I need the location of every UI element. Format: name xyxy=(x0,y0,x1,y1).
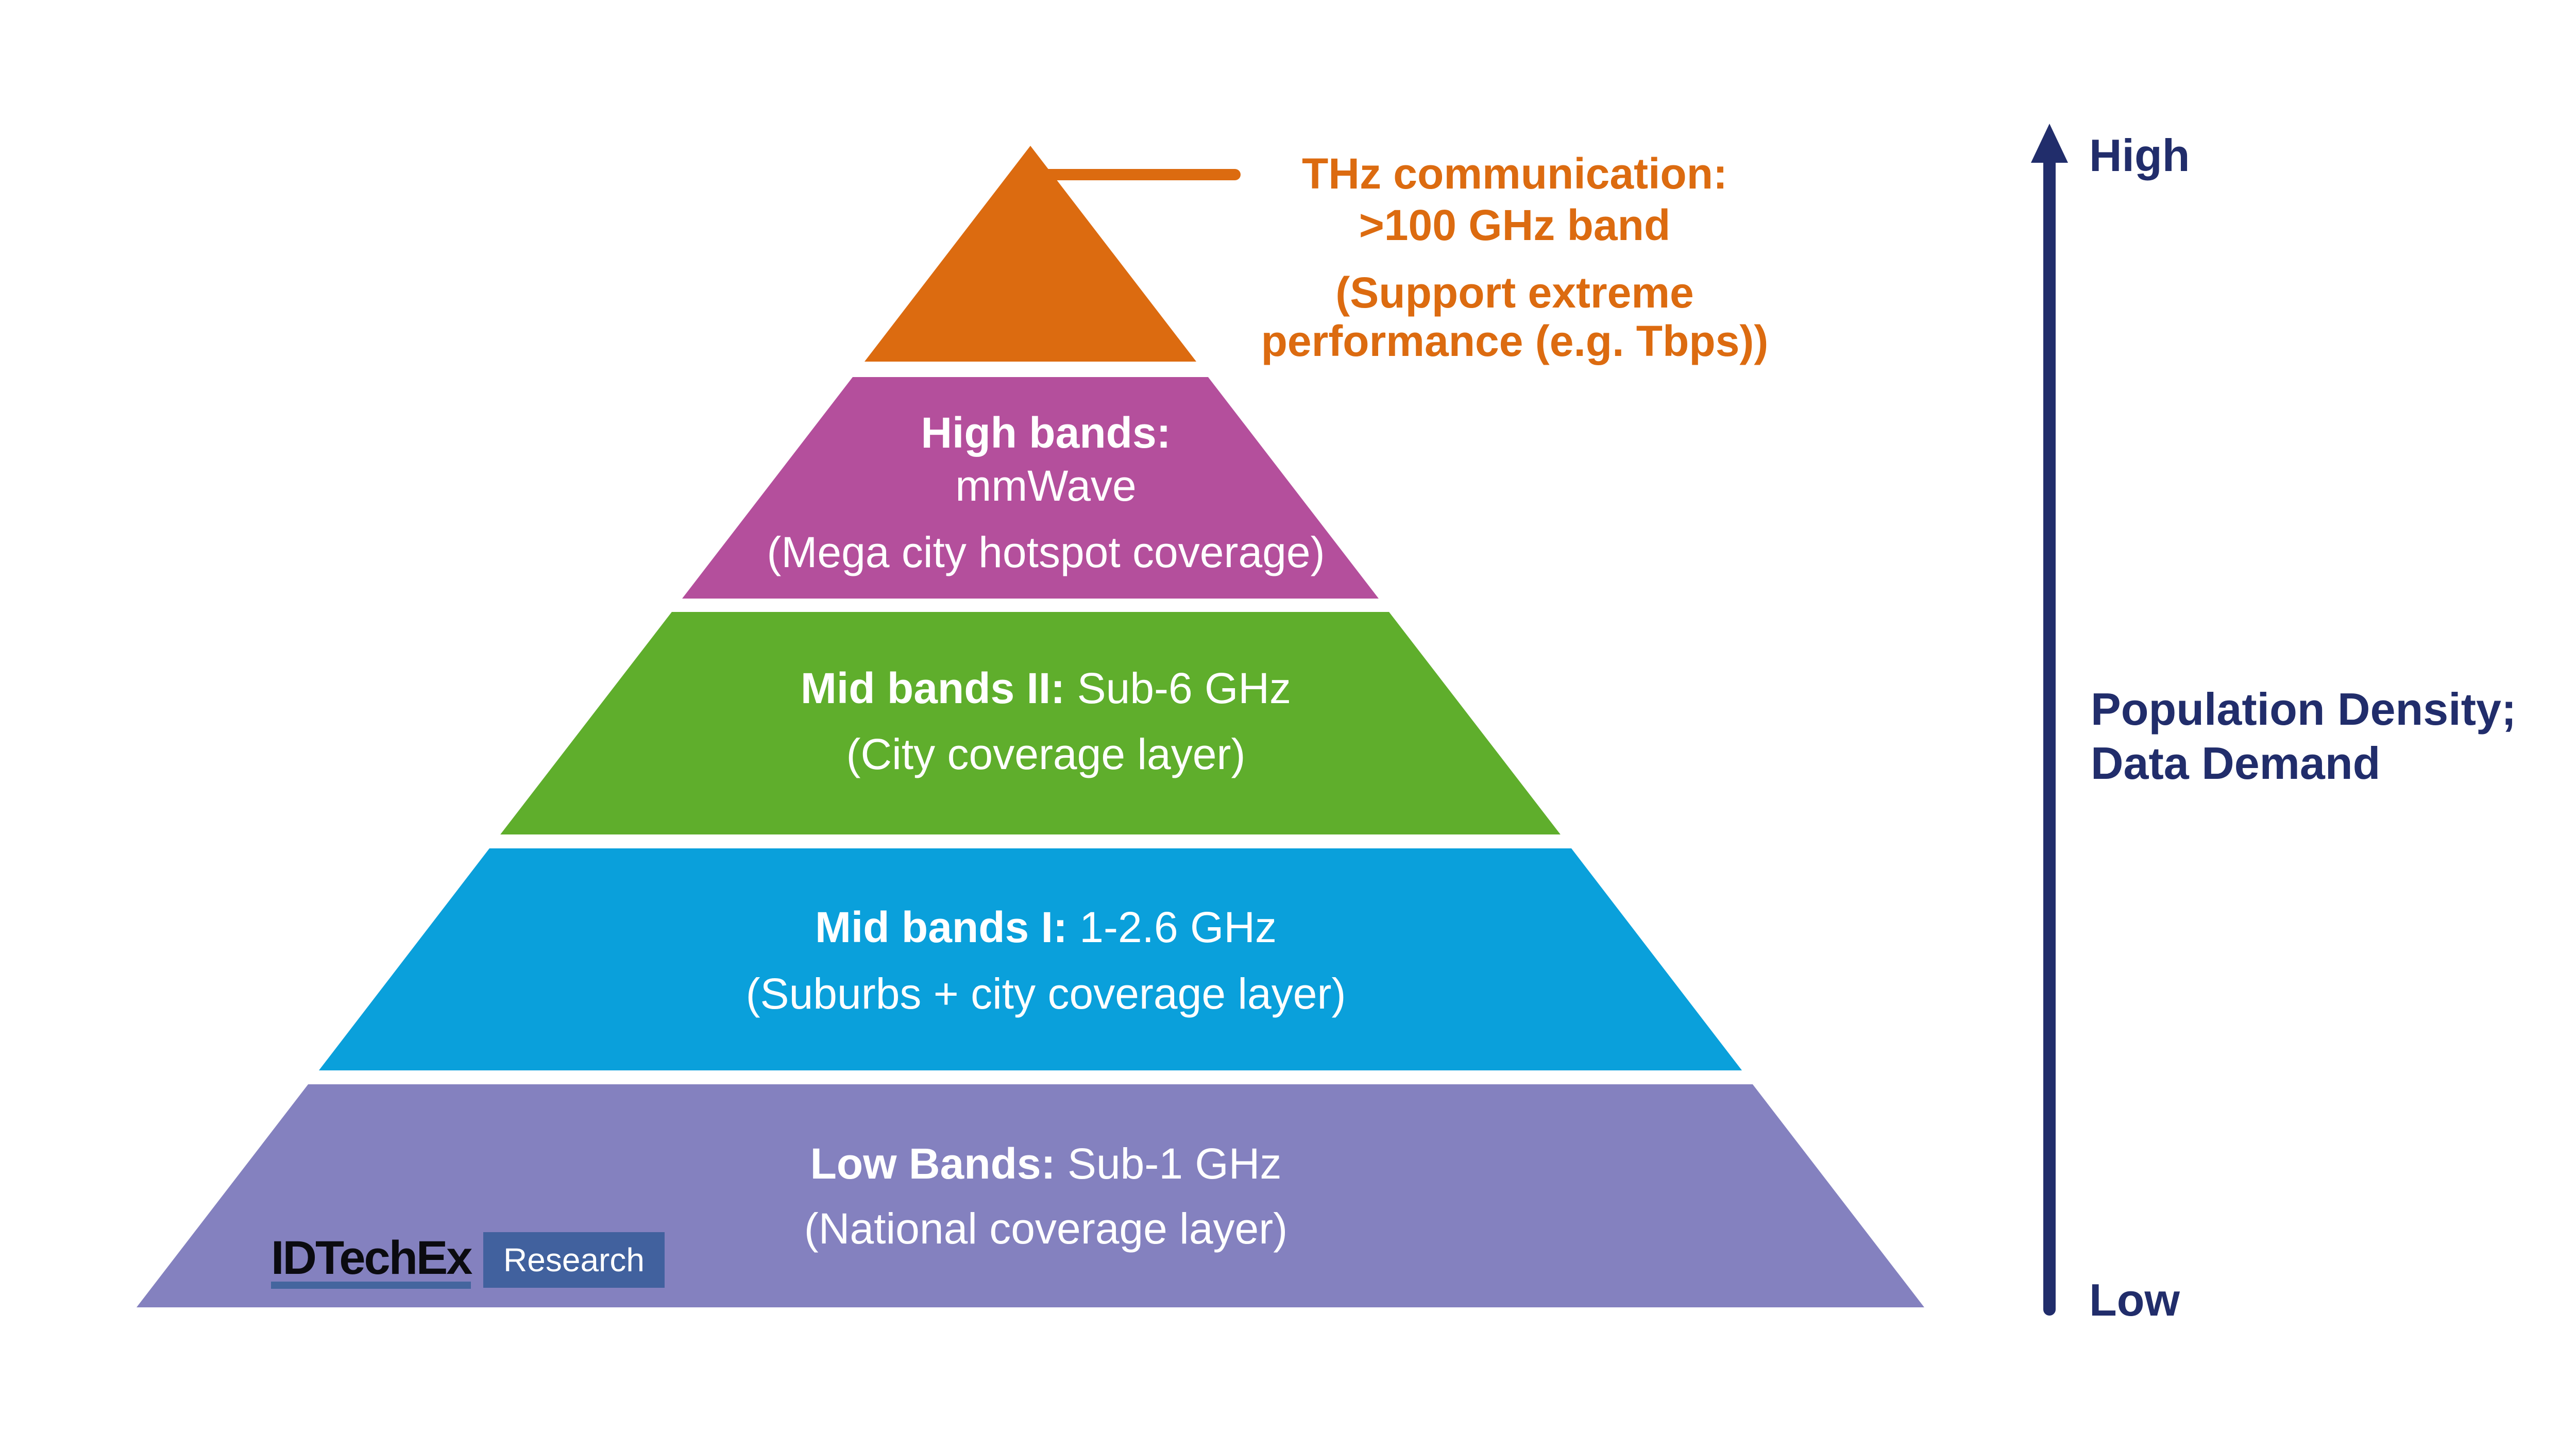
mid-bands-1-title: Mid bands I: 1-2.6 GHz xyxy=(152,906,1940,949)
band-low-bands xyxy=(137,1084,1924,1307)
mid-bands-1-title-bold: Mid bands I: xyxy=(815,903,1067,951)
axis-arrow-line xyxy=(2043,158,2056,1316)
band-mid-bands-1 xyxy=(318,848,1742,1070)
axis-title-line-1: Population Density; xyxy=(2091,684,2517,735)
research-badge: Research xyxy=(483,1232,665,1288)
mid-bands-2-title: Mid bands II: Sub-6 GHz xyxy=(152,667,1940,710)
high-bands-title: High bands: xyxy=(921,408,1171,457)
callout-line-2: >100 GHz band xyxy=(1359,201,1671,249)
mid-bands-1-title-rest: 1-2.6 GHz xyxy=(1067,903,1277,951)
axis-high-label: High xyxy=(2089,130,2190,181)
axis-low-label: Low xyxy=(2089,1274,2180,1325)
axis-title-line-2: Data Demand xyxy=(2091,738,2381,789)
idtechex-logo-text: IDTechEx xyxy=(271,1232,472,1284)
high-bands-subtitle: mmWave xyxy=(955,462,1137,510)
axis-title: Population Density; Data Demand xyxy=(2091,682,2516,790)
low-bands-title: Low Bands: Sub-1 GHz xyxy=(152,1142,1940,1185)
mid-bands-2-title-bold: Mid bands II: xyxy=(800,664,1065,712)
mid-bands-2-note: (City coverage layer) xyxy=(846,730,1246,778)
idtechex-logo-underline xyxy=(271,1282,471,1289)
band-mid-bands-2 xyxy=(500,612,1561,834)
callout-line-4: performance (e.g. Tbps)) xyxy=(1261,317,1769,365)
mid-bands-1-note: (Suburbs + city coverage layer) xyxy=(745,969,1346,1018)
low-bands-title-bold: Low Bands: xyxy=(810,1139,1056,1188)
low-bands-note: (National coverage layer) xyxy=(804,1204,1288,1253)
research-badge-label: Research xyxy=(503,1241,645,1278)
callout-line xyxy=(1046,169,1241,180)
up-arrow-icon xyxy=(2031,124,2068,163)
low-bands-title-rest: Sub-1 GHz xyxy=(1055,1139,1282,1188)
high-bands-note: (Mega city hotspot coverage) xyxy=(767,528,1325,576)
callout-line-3: (Support extreme xyxy=(1335,268,1694,317)
mid-bands-2-title-rest: Sub-6 GHz xyxy=(1065,664,1292,712)
callout-line-1: THz communication: xyxy=(1301,149,1727,198)
